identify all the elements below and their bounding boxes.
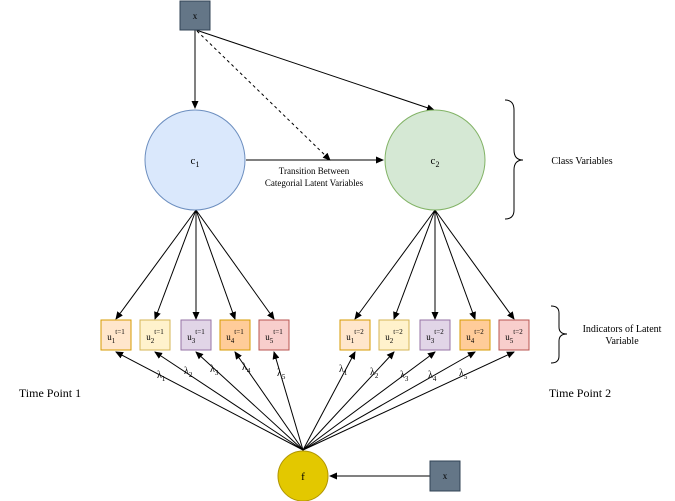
edges-f-to-indicators-t1 [115, 351, 304, 451]
indicator-t2-u5: u5t=2 [498, 319, 530, 351]
indicators-time-2: u1t=2 u2t=2 u3t=2 u4t=2 u5t=2 [339, 319, 530, 351]
indicator-t2-u4: u4t=2 [459, 319, 491, 351]
svg-text:u3t=2: u3t=2 [426, 328, 444, 345]
class-variable-c1: c1 [144, 109, 246, 211]
edges [115, 29, 515, 480]
covariate-x-top: x [179, 0, 211, 31]
loading-t2-lambda5: λ5 [459, 368, 468, 381]
covariate-x-bottom: x [429, 460, 461, 492]
transition-label: Transition Between Categorial Latent Var… [265, 166, 364, 188]
loading-t2-lambda1: λ1 [339, 364, 348, 377]
loadings-time-1: λ1 λ2 λ3 λ4 λ5 [157, 362, 286, 383]
svg-text:u2t=2: u2t=2 [385, 328, 403, 345]
svg-text:u2t=1: u2t=1 [146, 328, 164, 345]
class-variable-c2: c2 [384, 109, 486, 211]
loading-t2-lambda4: λ4 [428, 370, 437, 383]
svg-text:c1: c1 [191, 155, 200, 169]
c1-subscript: 1 [195, 160, 199, 169]
edge-x-to-transition-dashed [196, 30, 331, 161]
indicator-t2-u2: u2t=2 [378, 319, 410, 351]
loadings-time-2: λ1 λ2 λ3 λ4 λ5 [339, 364, 468, 383]
indicator-t2-u1: u1t=2 [339, 319, 371, 351]
svg-text:u5t=2: u5t=2 [505, 328, 523, 345]
c2-label: c [431, 155, 436, 167]
edges-f-to-indicators-t2 [302, 351, 515, 451]
loading-t1-lambda3: λ3 [210, 364, 219, 377]
loading-t1-lambda4: λ4 [242, 362, 251, 375]
transition-label-line-2: Categorial Latent Variables [265, 178, 364, 188]
indicators-label-line-2: Variable [605, 336, 639, 347]
f-label: f [301, 471, 305, 483]
c1-label: c [191, 155, 196, 167]
latent-factor-f: f [277, 450, 329, 501]
indicator-t1-u1: u1t=1 [100, 319, 132, 351]
class-variables-label: Class Variables [551, 156, 612, 167]
edge-x-to-c2 [195, 29, 435, 112]
indicator-t1-u5: u5t=1 [258, 319, 290, 351]
indicators-label-line-1: Indicators of Latent [583, 324, 662, 335]
loading-t1-lambda1: λ1 [157, 370, 166, 383]
time-point-2-label: Time Point 2 [549, 386, 611, 400]
svg-text:u3t=1: u3t=1 [187, 328, 205, 345]
loading-t2-lambda3: λ3 [400, 370, 409, 383]
svg-text:u5t=1: u5t=1 [265, 328, 283, 345]
transition-label-line-1: Transition Between [279, 166, 350, 176]
x-bottom-label: x [443, 471, 448, 481]
x-top-label: x [193, 11, 198, 21]
indicators-brace: Indicators of Latent Variable [550, 305, 662, 364]
c2-subscript: 2 [435, 160, 439, 169]
class-variables-brace: Class Variables [504, 99, 613, 220]
svg-text:u4t=2: u4t=2 [466, 328, 484, 345]
edges-c2-to-indicators-t2 [354, 209, 515, 320]
svg-text:u1t=2: u1t=2 [346, 328, 364, 345]
indicator-t2-u3: u3t=2 [419, 319, 451, 351]
indicator-t1-u3: u3t=1 [180, 319, 212, 351]
svg-text:u4t=1: u4t=1 [226, 328, 244, 345]
indicator-t1-u4: u4t=1 [219, 319, 251, 351]
indicators-time-1: u1t=1 u2t=1 u3t=1 u4t=1 u5t=1 [100, 319, 290, 351]
loading-t1-lambda2: λ2 [184, 366, 193, 379]
loading-t2-lambda2: λ2 [370, 367, 379, 380]
loading-t1-lambda5: λ5 [277, 368, 286, 381]
svg-text:u1t=1: u1t=1 [107, 328, 125, 345]
time-point-1-label: Time Point 1 [19, 386, 81, 400]
edges-c1-to-indicators-t1 [115, 209, 275, 320]
indicator-t1-u2: u2t=1 [139, 319, 171, 351]
svg-text:c2: c2 [431, 155, 440, 169]
